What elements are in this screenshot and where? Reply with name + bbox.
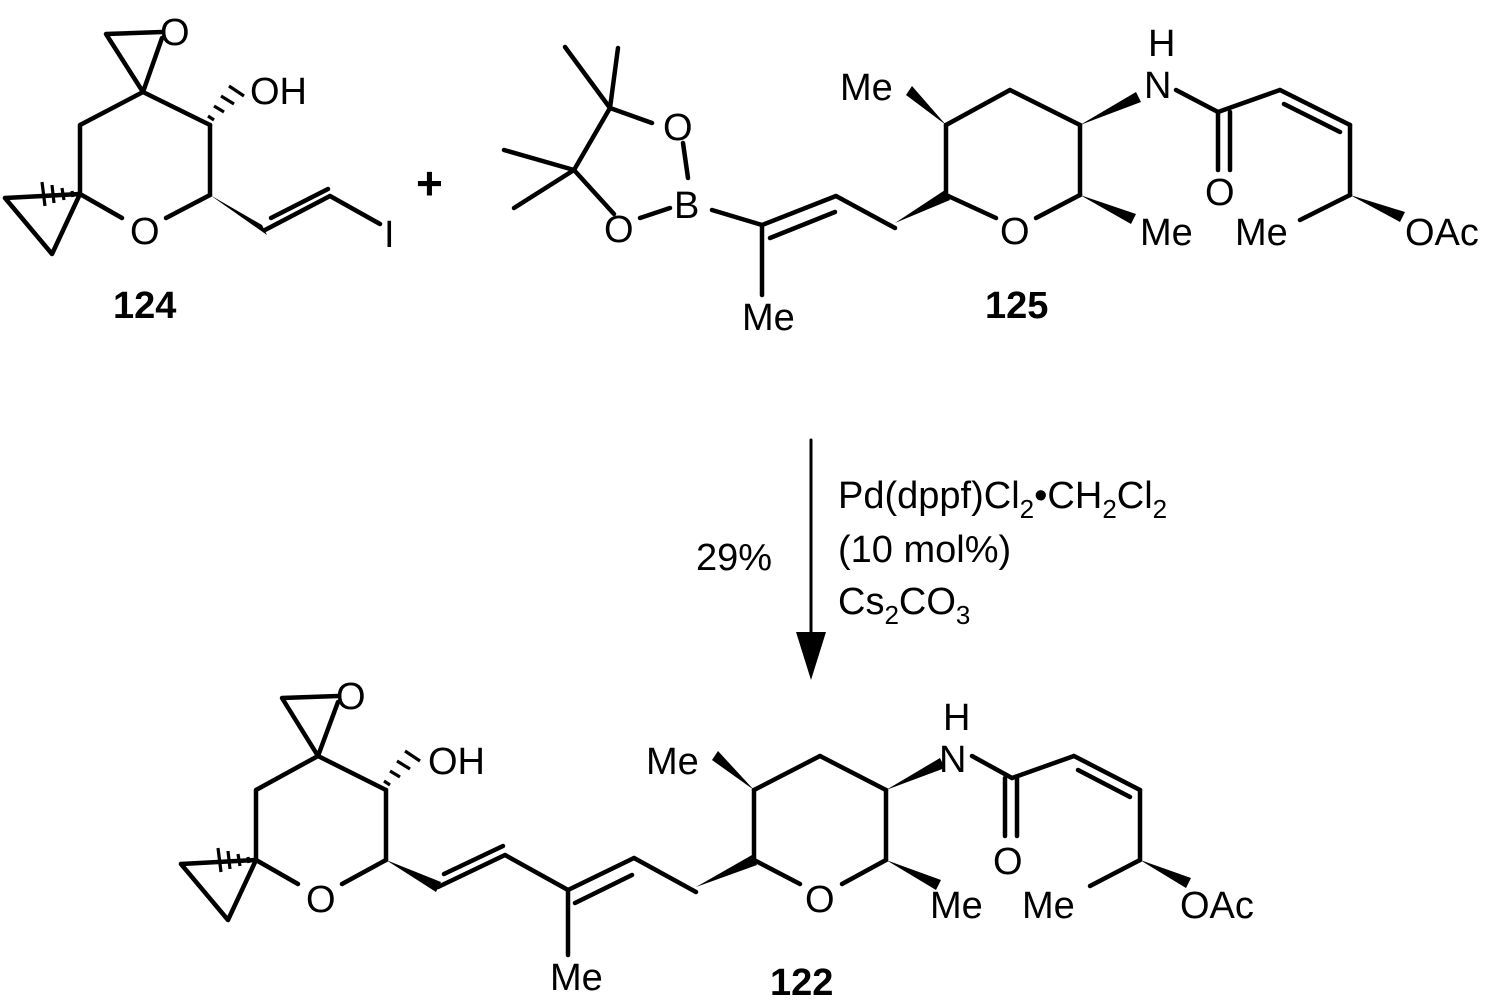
atom-oac: OAc xyxy=(1180,885,1254,927)
atom-b: B xyxy=(674,185,699,227)
plus-sign: + xyxy=(416,157,443,209)
atom-oh: OH xyxy=(428,741,485,783)
atom-me: Me xyxy=(1022,885,1075,927)
atom-oac: OAc xyxy=(1405,212,1479,254)
atom-o: O xyxy=(336,676,366,718)
atom-h: H xyxy=(1148,23,1175,65)
atom-o: O xyxy=(1000,211,1030,253)
compound-label-122: 122 xyxy=(770,962,833,1004)
atom-n: N xyxy=(939,739,966,781)
atom-me: Me xyxy=(550,957,603,999)
atom-o: O xyxy=(1205,172,1235,214)
hash-bond-cyclopropane xyxy=(40,181,75,207)
atom-me: Me xyxy=(930,885,983,927)
hash-bond-cyclopropane xyxy=(216,847,251,873)
hash-bond-oh xyxy=(207,84,245,122)
atom-me: Me xyxy=(840,67,893,109)
yield-label: 29% xyxy=(696,537,772,579)
atom-o: O xyxy=(993,841,1023,883)
atom-n: N xyxy=(1144,65,1171,107)
atom-o: O xyxy=(306,879,336,921)
atom-o: O xyxy=(130,211,160,253)
atom-me: Me xyxy=(742,297,795,339)
base-label: Cs2CO3 xyxy=(838,581,970,630)
atom-me: Me xyxy=(646,741,699,783)
structure-124: O OH O I 124 xyxy=(2,12,395,327)
atom-o: O xyxy=(604,209,634,251)
compound-label-124: 124 xyxy=(113,285,176,327)
atom-i: I xyxy=(384,214,395,256)
reaction-arrow xyxy=(796,438,826,680)
atom-o: O xyxy=(663,107,693,149)
atom-me: Me xyxy=(1235,212,1288,254)
atom-o: O xyxy=(805,879,835,921)
atom-o: O xyxy=(160,12,190,54)
hash-bond-oh xyxy=(383,749,421,787)
atom-h: H xyxy=(943,697,970,739)
atom-oh: OH xyxy=(250,71,307,113)
loading-label: (10 mol%) xyxy=(838,529,1011,571)
atom-me: Me xyxy=(1140,212,1193,254)
catalyst-label: Pd(dppf)Cl2•CH2Cl2 xyxy=(838,475,1167,524)
compound-label-125: 125 xyxy=(985,285,1048,327)
structure-125: O B O Me Me H N O Me O Me OAc 125 xyxy=(501,23,1479,339)
structure-122: O OH O Me Me H N O Me O Me OAc 122 xyxy=(178,676,1254,1004)
